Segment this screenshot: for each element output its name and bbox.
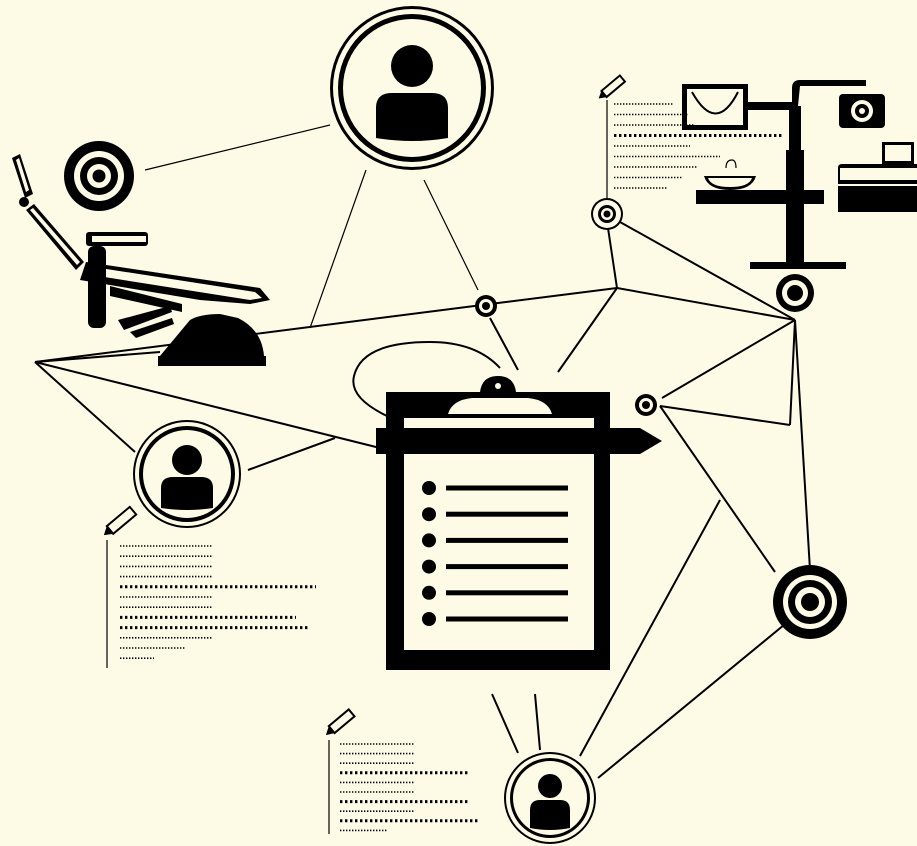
note-dotted-lines [614,103,784,189]
connection-lines [34,124,811,779]
checklist-item [422,612,568,626]
dental-chair-icon [12,154,270,366]
target-hub-icon [773,565,847,639]
pencil-note-icon [598,74,627,99]
dental-unit-equipment-icon [682,80,917,269]
pencil-note-icon [103,505,138,536]
pencil-note-icon [325,708,356,736]
note-dotted-lines [120,545,316,660]
target-hub-icon [64,141,134,211]
checklist-item [422,533,568,548]
checklist [422,481,568,626]
checklist-item [422,507,568,522]
note-dotted-lines [340,743,480,832]
target-hub-icon [776,274,814,312]
node-dot [475,295,497,317]
clipboard-checklist-icon [352,340,662,670]
person-avatar-icon [330,6,494,170]
checklist-item [422,481,568,495]
person-avatar-icon [504,752,596,844]
checklist-item [422,559,568,574]
node-dot [591,198,623,230]
person-avatar-icon [133,420,241,528]
node-dot [635,394,657,416]
checklist-item [422,585,568,600]
